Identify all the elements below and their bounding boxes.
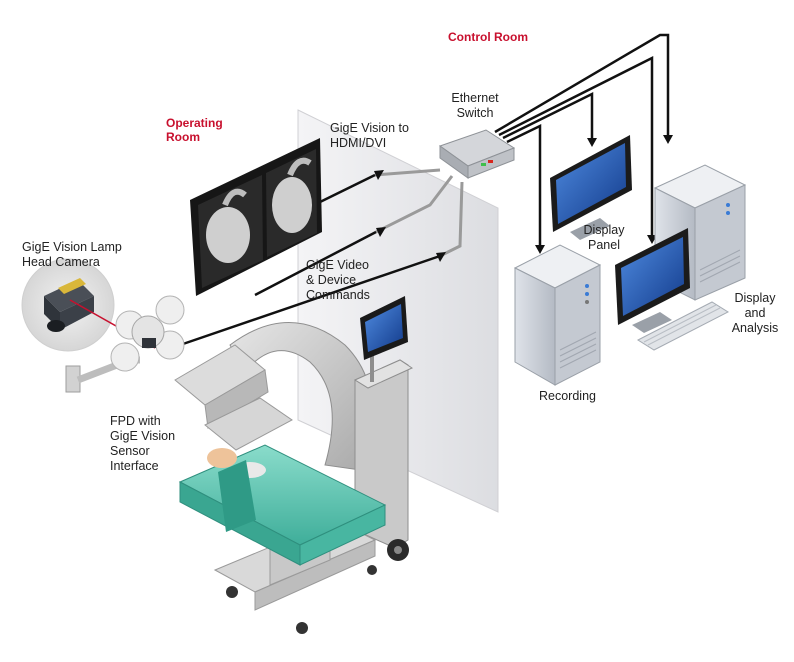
control-room-label: Control Room xyxy=(448,30,528,44)
recording-label: Recording xyxy=(539,389,596,403)
fpd-label: FPD with GigE Vision Sensor Interface xyxy=(110,414,176,473)
surgical-lamp xyxy=(65,295,185,393)
lamp-camera-label: GigE Vision Lamp Head Camera xyxy=(22,240,122,269)
cables-grey xyxy=(374,168,464,258)
display-analysis-label: Display and Analysis xyxy=(731,291,779,335)
cables-black xyxy=(179,33,670,347)
display-panel-monitor xyxy=(550,135,632,240)
analysis-monitor xyxy=(615,228,690,333)
ethernet-switch-label: Ethernet Switch xyxy=(451,91,499,120)
cable-arrowheads xyxy=(374,135,673,262)
hdmi-monitor xyxy=(190,138,322,296)
keyboard xyxy=(636,301,730,351)
operating-table xyxy=(178,444,387,634)
recording-pc xyxy=(513,244,602,386)
operating-room-label: Operating Room xyxy=(166,116,223,144)
video-commands-label: GigE Video & Device Commands xyxy=(306,258,370,302)
hdmi-label: GigE Vision to HDMI/DVI xyxy=(330,121,409,150)
ethernet-switch-device xyxy=(438,129,516,179)
display-panel-label: Display Panel xyxy=(583,223,625,252)
lamp-camera-circle xyxy=(21,258,115,352)
